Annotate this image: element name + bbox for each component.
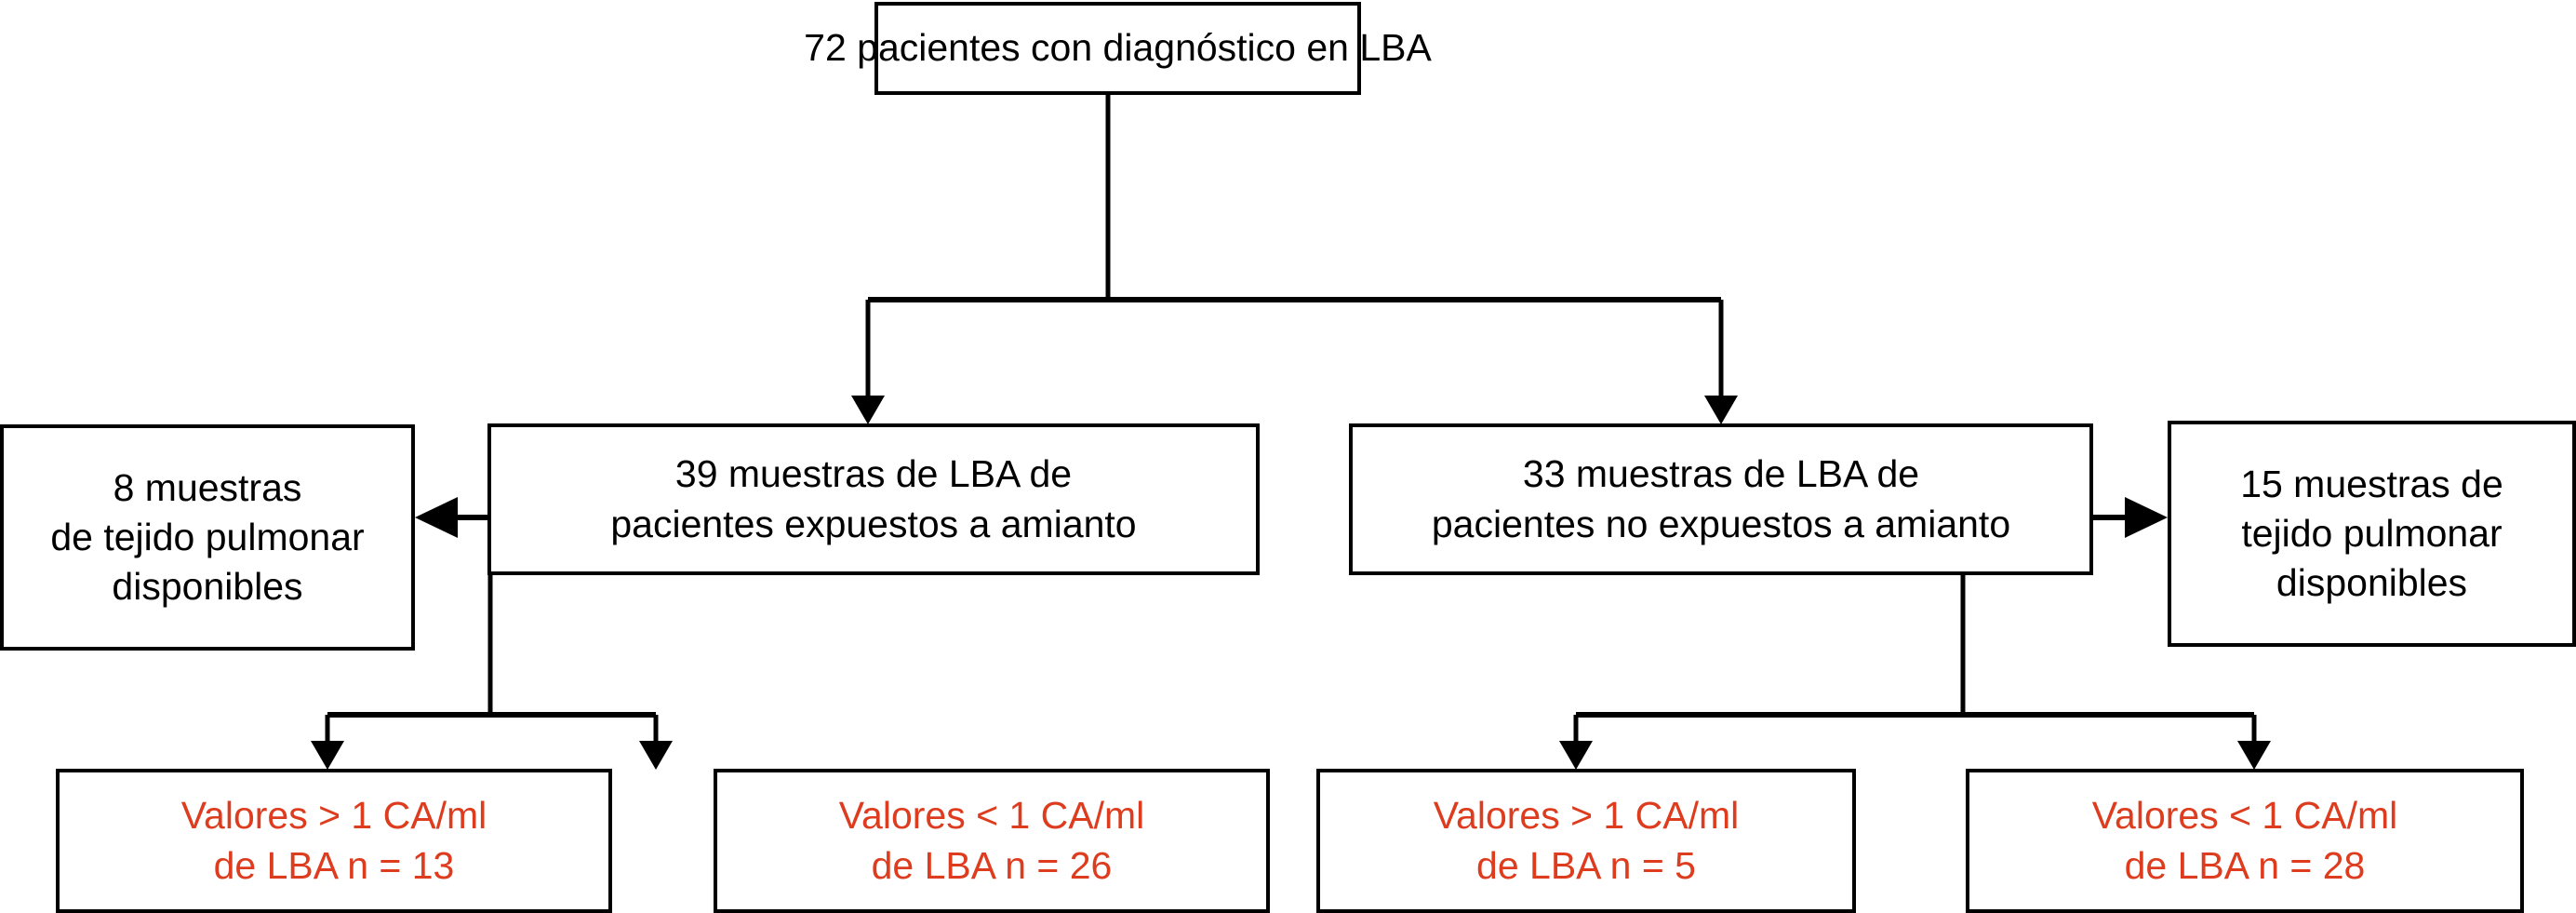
node-mid-right-line-1: 33 muestras de LBA de: [1522, 452, 1920, 496]
node-side-left-line-3: disponibles: [112, 565, 303, 609]
node-mid-right-line-2: pacientes no expuestos a amianto: [1431, 502, 2011, 545]
arrowhead-mid-right-to-leaf-4: [2237, 741, 2271, 770]
node-mid-left-line-1: 39 muestras de LBA de: [674, 452, 1073, 496]
arrowhead-root-to-mid-right: [1704, 396, 1738, 424]
node-side-left-line-2: de tejido pulmonar: [50, 515, 365, 558]
arrowhead-mid-right-to-leaf-3: [1559, 741, 1593, 770]
node-side-left-line-1: 8 muestras: [113, 465, 302, 509]
arrowhead-root-to-mid-left: [851, 396, 885, 424]
arrowhead-mid-left-to-leaf-1: [311, 741, 344, 770]
arrowhead-mid-right-to-side-right: [2125, 497, 2168, 538]
node-leaf-3-line-1: Valores > 1 CA/ml: [1433, 794, 1740, 838]
node-side-left[interactable]: 8 muestras de tejido pulmonar disponible…: [0, 424, 415, 651]
node-side-right[interactable]: 15 muestras de tejido pulmonar disponibl…: [2168, 421, 2576, 647]
node-side-right-line-3: disponibles: [2276, 561, 2468, 605]
node-side-right-line-2: tejido pulmonar: [2241, 511, 2503, 555]
node-mid-left-line-2: pacientes expuestos a amianto: [610, 502, 1137, 545]
node-leaf-2-line-2: de LBA n = 26: [871, 843, 1113, 887]
node-leaf-unexposed-low[interactable]: Valores < 1 CA/ml de LBA n = 28: [1966, 769, 2524, 913]
node-mid-left[interactable]: 39 muestras de LBA de pacientes expuesto…: [487, 423, 1260, 575]
node-leaf-exposed-low[interactable]: Valores < 1 CA/ml de LBA n = 26: [714, 769, 1270, 913]
node-leaf-2-line-1: Valores < 1 CA/ml: [838, 794, 1145, 838]
node-leaf-1-line-2: de LBA n = 13: [213, 843, 455, 887]
node-leaf-4-line-1: Valores < 1 CA/ml: [2091, 794, 2398, 838]
node-mid-right[interactable]: 33 muestras de LBA de pacientes no expue…: [1349, 423, 2093, 575]
node-root-line-1: 72 pacientes con diagnóstico en LBA: [804, 26, 1432, 70]
node-leaf-exposed-high[interactable]: Valores > 1 CA/ml de LBA n = 13: [56, 769, 612, 913]
node-leaf-unexposed-high[interactable]: Valores > 1 CA/ml de LBA n = 5: [1316, 769, 1856, 913]
node-leaf-1-line-1: Valores > 1 CA/ml: [180, 794, 487, 838]
node-leaf-3-line-2: de LBA n = 5: [1476, 843, 1696, 887]
node-leaf-4-line-2: de LBA n = 28: [2124, 843, 2366, 887]
node-side-right-line-1: 15 muestras de: [2240, 462, 2503, 505]
arrowhead-mid-left-to-leaf-2: [639, 741, 673, 770]
arrowhead-mid-left-to-side-left: [415, 497, 458, 538]
node-root[interactable]: 72 pacientes con diagnóstico en LBA: [804, 2, 1432, 95]
